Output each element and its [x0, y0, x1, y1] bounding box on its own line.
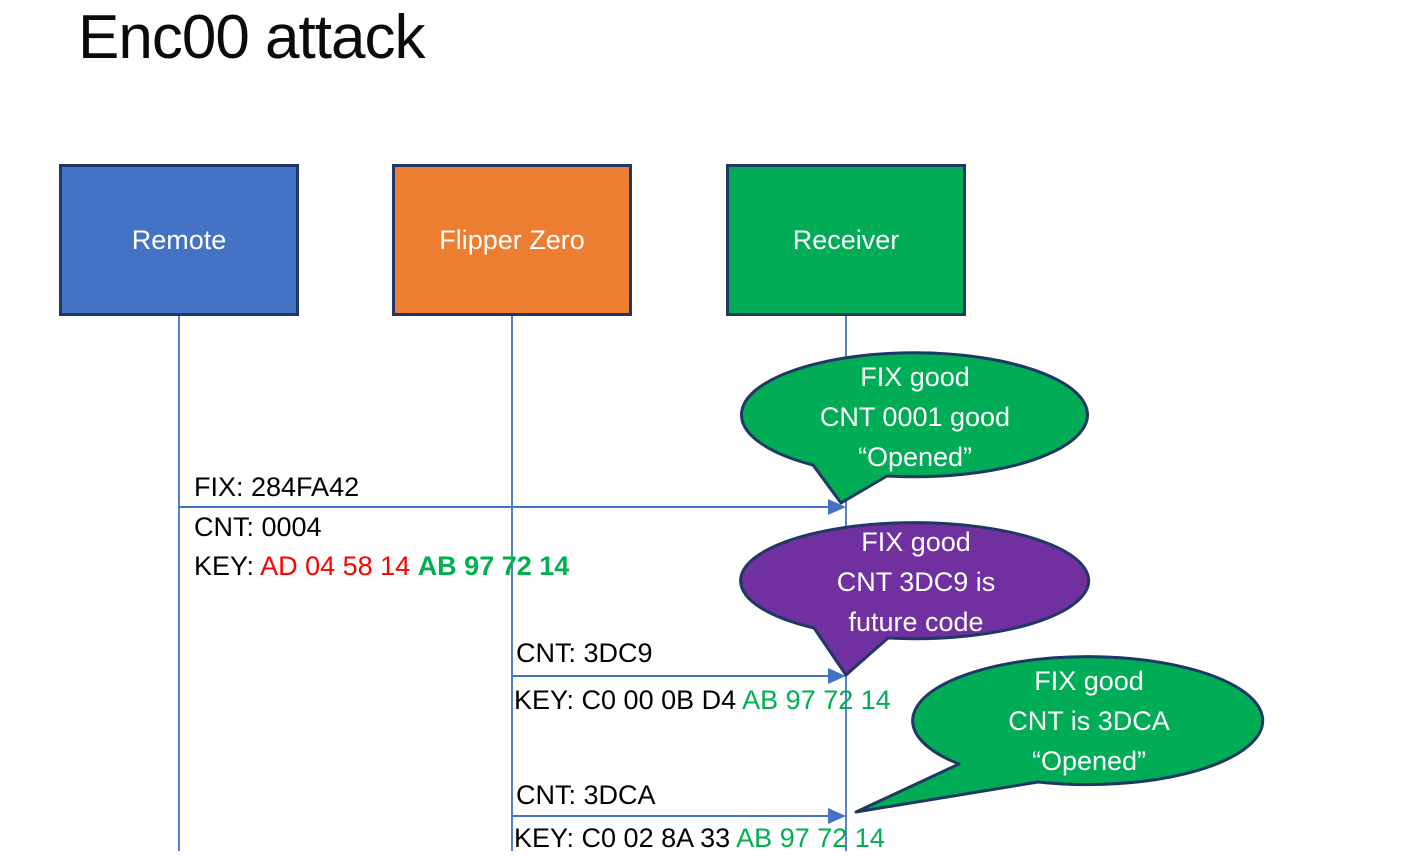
key-fixed-bytes: AB 97 72 14: [736, 823, 885, 853]
key-prefix: KEY:: [194, 551, 261, 581]
message-arrow-remote-to-receiver: [179, 499, 846, 515]
key-fixed-bytes: AB 97 72 14: [417, 551, 570, 581]
callout-bubble-opened-1: [739, 351, 1089, 505]
callout3-text: FIX good CNT is 3DCA “Opened”: [914, 661, 1264, 781]
callout2-text: FIX good CNT 3DC9 is future code: [742, 523, 1090, 641]
callout-bubble-opened-2: [854, 655, 1265, 814]
arrowhead-icon: [828, 668, 846, 684]
callout-line: FIX good: [860, 362, 970, 392]
key-changed-bytes: AD 04 58 14: [260, 551, 418, 581]
message3-key-label: KEY: C0 02 8A 33 AB 97 72 14: [514, 822, 885, 854]
key-prefix: KEY: C0 00 0B D4: [514, 685, 743, 715]
callout-line: CNT 3DC9 is: [836, 567, 996, 597]
actor-label: Remote: [131, 224, 227, 255]
message2-cnt-label: CNT: 3DC9: [516, 638, 653, 668]
callout-line: CNT is 3DCA: [1008, 706, 1170, 736]
actor-label: Receiver: [792, 224, 900, 255]
callout-line: “Opened”: [857, 442, 973, 472]
message2-key-label: KEY: C0 00 0B D4 AB 97 72 14: [514, 684, 891, 716]
page-title: Enc00 attack: [78, 3, 425, 72]
message1-fix-label: FIX: 284FA42: [194, 472, 360, 502]
callout-line: future code: [848, 607, 984, 637]
arrowhead-icon: [828, 808, 846, 824]
message3-cnt-label: CNT: 3DCA: [516, 780, 656, 810]
callout-line: CNT 0001 good: [819, 402, 1011, 432]
callout-line: FIX good: [861, 527, 971, 557]
callout-line: “Opened”: [1031, 746, 1147, 776]
actor-label: Flipper Zero: [439, 224, 585, 255]
actor-box-flipper-zero: Flipper Zero: [392, 164, 632, 316]
key-fixed-bytes: AB 97 72 14: [742, 685, 891, 715]
key-prefix: KEY: C0 02 8A 33: [514, 823, 737, 853]
actor-box-remote: Remote: [59, 164, 299, 316]
message1-key-label: KEY: AD 04 58 14 AB 97 72 14: [194, 550, 569, 582]
message1-cnt-label: CNT: 0004: [194, 512, 322, 542]
message-arrow-flipper-to-receiver-2: [512, 808, 846, 824]
callout-bubble-future-code: [739, 521, 1091, 677]
actor-box-receiver: Receiver: [726, 164, 966, 316]
callout1-text: FIX good CNT 0001 good “Opened”: [743, 357, 1087, 477]
arrowhead-icon: [828, 499, 846, 515]
message-arrow-flipper-to-receiver-1: [512, 668, 846, 684]
callout-line: FIX good: [1034, 666, 1144, 696]
